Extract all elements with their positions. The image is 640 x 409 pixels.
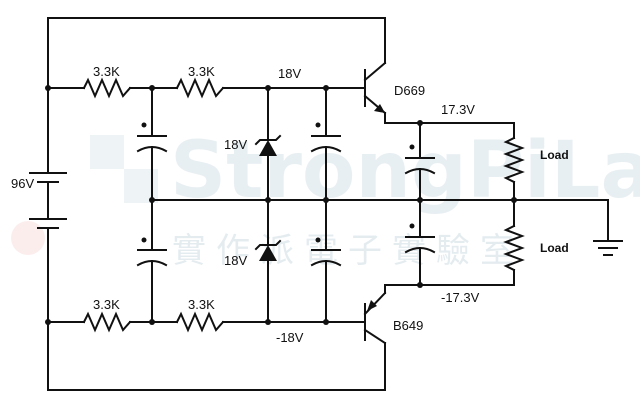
resistor-bottom-left xyxy=(82,311,132,333)
resistor-top-left xyxy=(82,77,132,99)
wires xyxy=(47,17,609,391)
output-bottom-label: -17.3V xyxy=(441,290,480,305)
zener-top-label: 18V xyxy=(224,137,247,152)
watermark-logo-block xyxy=(90,135,124,169)
zener-bottom-label: 18V xyxy=(224,253,247,268)
capacitor-left-bottom xyxy=(136,237,168,267)
transistor-top-label: D669 xyxy=(394,83,425,98)
capacitor-output-bottom xyxy=(404,223,436,254)
load-resistor-bottom xyxy=(503,224,525,272)
node-bottom-label: -18V xyxy=(276,330,304,345)
resistor-bottom-right xyxy=(175,311,225,333)
watermark-logo-dot xyxy=(11,221,45,255)
load-top-label: Load xyxy=(540,148,569,162)
load-resistor-top xyxy=(503,136,525,184)
battery xyxy=(29,172,67,229)
battery-label: 96V xyxy=(11,176,34,191)
transistor-bottom-label: B649 xyxy=(393,318,423,333)
ground-icon xyxy=(593,240,623,256)
watermark-subtitle: 實作派電子實驗室 xyxy=(172,231,524,271)
resistor-bottom-right-label: 3.3K xyxy=(188,297,215,312)
transistor-pnp-bottom xyxy=(363,291,387,345)
resistor-top-right-label: 3.3K xyxy=(188,64,215,79)
junction-dots xyxy=(45,85,517,325)
capacitor-right-top xyxy=(310,122,342,153)
resistor-bottom-left-label: 3.3K xyxy=(93,297,120,312)
zener-diode-top xyxy=(254,134,282,156)
capacitor-output-top xyxy=(404,144,436,175)
resistor-top-left-label: 3.3K xyxy=(93,64,120,79)
load-bottom-label: Load xyxy=(540,241,569,255)
resistor-top-right xyxy=(175,77,225,99)
zener-diode-bottom xyxy=(254,239,282,261)
node-top-label: 18V xyxy=(278,66,301,81)
capacitor-right-bottom xyxy=(310,237,342,267)
output-top-label: 17.3V xyxy=(441,102,475,117)
transistor-npn-top xyxy=(363,61,387,115)
capacitor-left-top xyxy=(136,122,168,153)
